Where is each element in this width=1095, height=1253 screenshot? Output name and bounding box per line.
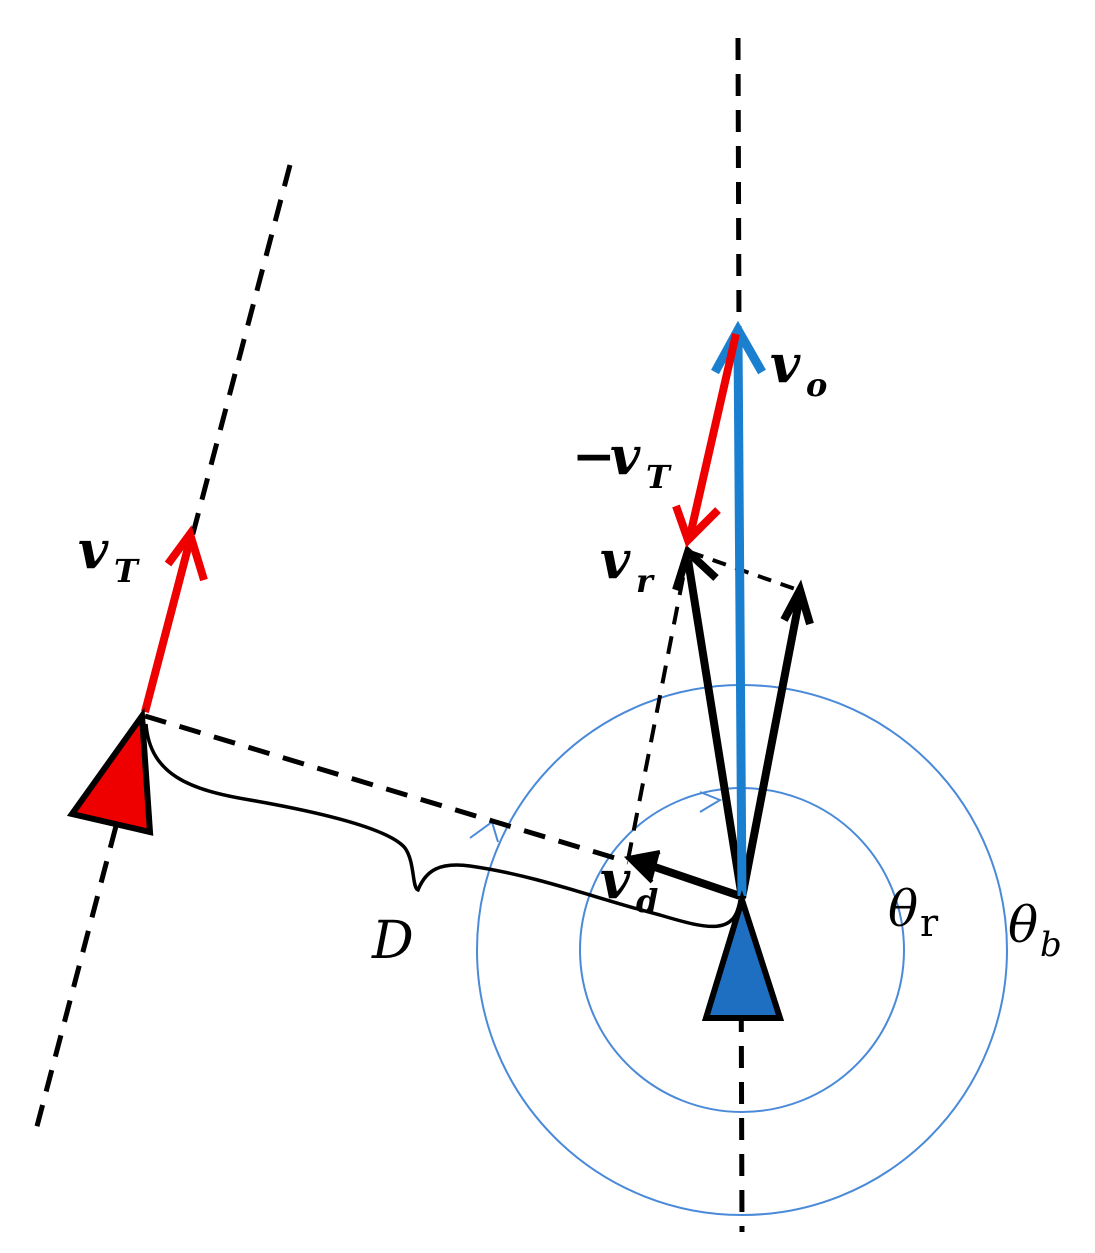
svg-text:θ: θ bbox=[1008, 896, 1038, 954]
line-of-sight bbox=[144, 713, 629, 865]
label-D: D bbox=[371, 911, 414, 971]
svg-text:v: v bbox=[600, 850, 631, 911]
red-triangle-icon bbox=[66, 707, 154, 836]
vr-copy-arrow-shaft bbox=[738, 595, 804, 899]
target-heading-line bbox=[33, 164, 293, 1131]
vd-arrow-head bbox=[623, 850, 661, 884]
svg-text:v: v bbox=[78, 520, 109, 581]
vt-arrow-shaft bbox=[141, 538, 194, 714]
label-v-d: v d bbox=[600, 850, 658, 920]
vr-arrow-head bbox=[672, 544, 719, 592]
vo-arrow-shaft bbox=[733, 337, 747, 897]
vr-copy-arrow-head bbox=[780, 579, 814, 626]
vo-arrow-head bbox=[711, 320, 766, 375]
label-v-r: v r bbox=[600, 530, 655, 600]
neg-vt-arrow-head bbox=[672, 504, 721, 548]
svg-text:b: b bbox=[1040, 925, 1062, 965]
svg-text:θ: θ bbox=[888, 880, 918, 938]
vd-arrow-shaft bbox=[638, 858, 742, 900]
label-theta-b: θ b bbox=[1008, 896, 1062, 965]
svg-text:o: o bbox=[806, 366, 827, 404]
svg-text:−: − bbox=[572, 426, 616, 487]
svg-text:d: d bbox=[636, 882, 658, 920]
svg-text:T: T bbox=[114, 552, 140, 590]
theta-b-arrowhead bbox=[469, 820, 499, 843]
vt-arrow-head bbox=[164, 525, 208, 582]
neg-vt-arrow-shaft bbox=[686, 333, 740, 537]
theta-r-arrowhead bbox=[699, 791, 723, 813]
vr-parallel-dash bbox=[626, 551, 690, 861]
blue-triangle-icon bbox=[701, 889, 785, 1021]
distance-brace bbox=[144, 723, 742, 929]
svg-text:r: r bbox=[920, 901, 939, 945]
label-theta-r: θ r bbox=[888, 880, 939, 945]
svg-text:r: r bbox=[636, 562, 655, 600]
label-neg-v-T: − v T bbox=[572, 426, 672, 496]
svg-text:T: T bbox=[646, 458, 672, 496]
vr-arrow-shaft bbox=[684, 559, 746, 899]
svg-text:v: v bbox=[600, 530, 631, 591]
svg-text:v: v bbox=[610, 426, 641, 487]
svg-text:v: v bbox=[770, 334, 801, 395]
label-v-T: v T bbox=[78, 520, 140, 590]
label-v-o: v o bbox=[770, 334, 827, 404]
